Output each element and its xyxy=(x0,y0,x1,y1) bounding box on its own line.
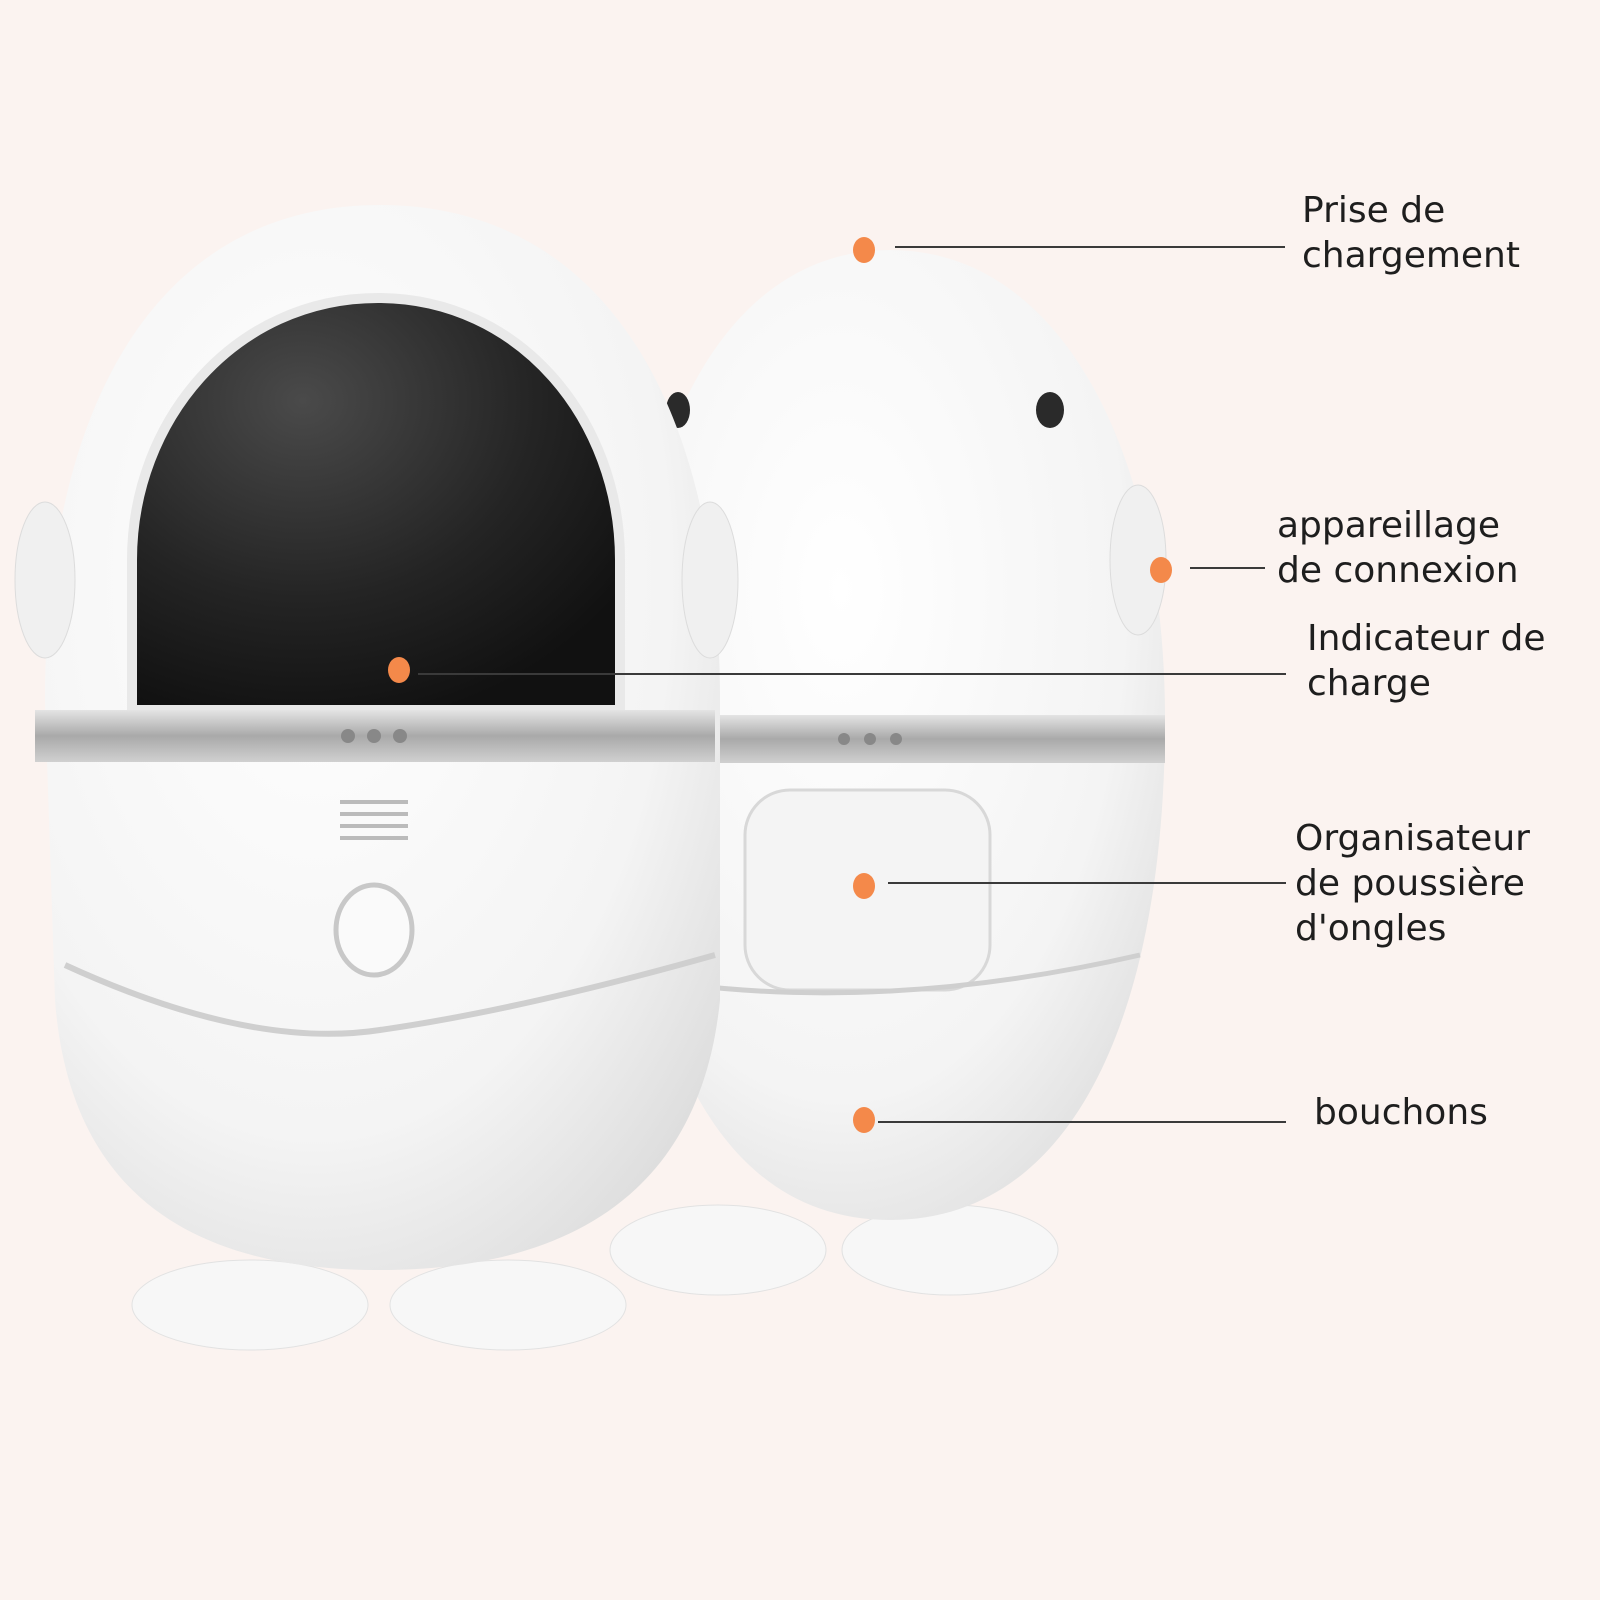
callout-line-connection xyxy=(1190,567,1265,569)
charging-port-marker xyxy=(853,237,875,263)
callout-charging-port: Prise de chargement xyxy=(1302,188,1520,278)
callout-text: charge xyxy=(1307,663,1431,704)
callout-text: d'ongles xyxy=(1295,908,1447,949)
plugs-marker xyxy=(853,1107,875,1133)
callout-dust-organizer: Organisateur de poussière d'ongles xyxy=(1295,816,1530,951)
callout-line-charging-port xyxy=(895,246,1285,248)
callout-plugs: bouchons xyxy=(1314,1090,1488,1135)
callout-charge-indicator: Indicateur de charge xyxy=(1307,616,1545,706)
callout-text: Organisateur xyxy=(1295,818,1530,859)
back-view-astronaut xyxy=(609,250,1167,1296)
callout-text: Prise de xyxy=(1302,190,1446,231)
callout-line-charge-indicator xyxy=(418,673,1286,675)
callout-line-dust-organizer xyxy=(888,882,1286,884)
callout-line-plugs xyxy=(878,1121,1286,1123)
callout-text: appareillage xyxy=(1277,505,1501,546)
front-view-astronaut xyxy=(14,205,739,1351)
callout-text: bouchons xyxy=(1314,1092,1488,1133)
dust-organizer-marker xyxy=(853,873,875,899)
callout-text: Indicateur de xyxy=(1307,618,1546,659)
callout-text: chargement xyxy=(1302,235,1520,276)
callout-text: de connexion xyxy=(1277,550,1519,591)
callout-text: de poussière xyxy=(1295,863,1525,904)
connection-marker xyxy=(1150,557,1172,583)
charge-indicator-marker xyxy=(388,657,410,683)
callout-connection: appareillage de connexion xyxy=(1277,503,1519,593)
